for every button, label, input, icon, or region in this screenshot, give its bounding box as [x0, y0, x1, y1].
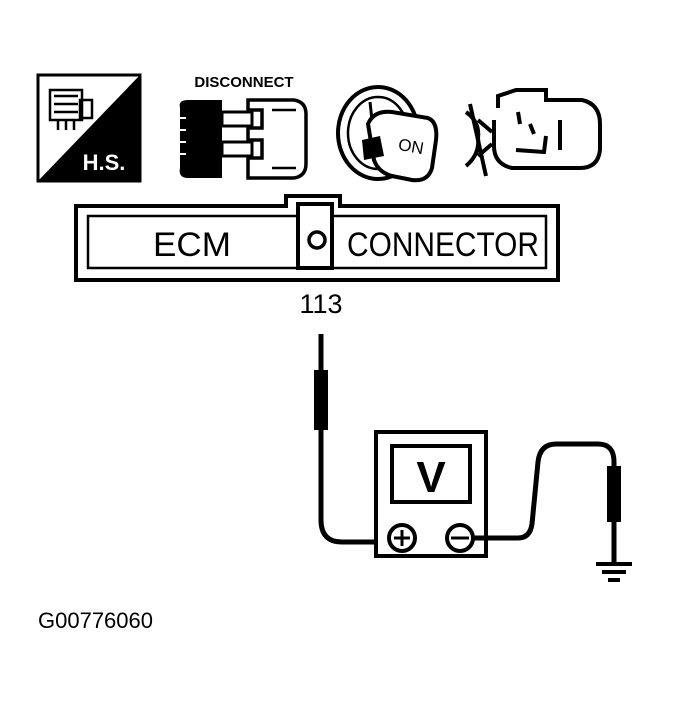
engine-icon — [464, 88, 602, 177]
ground-icon — [596, 562, 632, 582]
pin-terminal — [307, 230, 327, 250]
minus-terminal-icon — [445, 523, 475, 553]
ecm-label: ECM — [153, 226, 231, 264]
key-on-label: ON — [397, 135, 425, 158]
pin-number: 113 — [299, 289, 342, 319]
connector-label: CONNECTOR — [347, 226, 539, 264]
figure-id: G00776060 — [38, 608, 153, 633]
harness-connector-icon: H.S. — [36, 73, 142, 183]
plus-terminal-icon — [387, 523, 417, 553]
meter-label: V — [416, 453, 446, 502]
ecm-connector: ECM CONNECTOR — [74, 194, 560, 282]
ignition-key-on-icon: ON — [336, 85, 439, 183]
voltmeter: V — [374, 430, 488, 558]
disconnect-icon: DISCONNECT — [178, 74, 308, 180]
negative-probe — [473, 441, 621, 562]
hs-label: H.S. — [83, 150, 126, 175]
disconnect-label: DISCONNECT — [194, 74, 293, 91]
positive-probe — [314, 334, 388, 545]
